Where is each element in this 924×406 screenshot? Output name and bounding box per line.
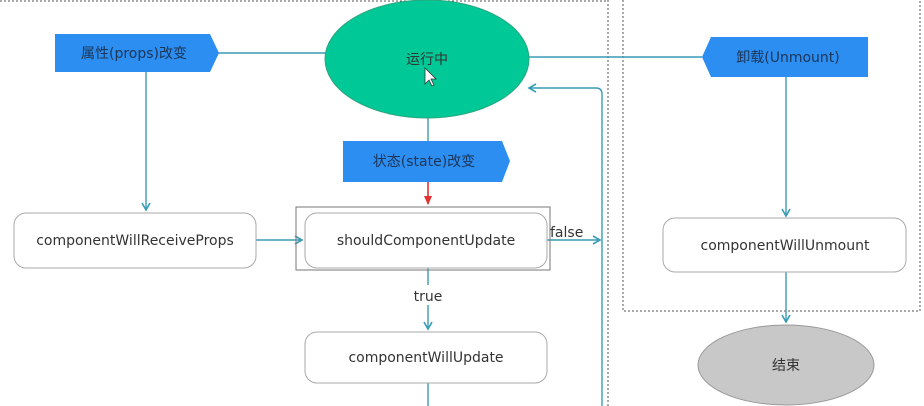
selection-highlight [295, 206, 551, 271]
node-running[interactable]: 运行中 [324, 0, 530, 119]
node-will-unmount[interactable]: componentWillUnmount [662, 217, 907, 273]
node-will-update[interactable]: componentWillUpdate [304, 331, 548, 384]
node-will-receive-props[interactable]: componentWillReceiveProps [13, 212, 257, 269]
end-label: 结束 [772, 358, 800, 374]
node-props-change[interactable]: 属性(props)改变 [55, 34, 219, 72]
edge-label-true: true [414, 289, 443, 305]
node-end[interactable]: 结束 [697, 324, 875, 406]
mouse-cursor-icon [424, 67, 437, 87]
edge-false-return [527, 83, 603, 406]
edge-label-false: false [550, 225, 583, 241]
node-unmount[interactable]: 卸载(Unmount) [702, 37, 868, 77]
will-update-label: componentWillUpdate [348, 350, 503, 366]
node-should-update[interactable]: shouldComponentUpdate [304, 212, 548, 269]
unmount-label: 卸载(Unmount) [736, 50, 839, 66]
will-unmount-label: componentWillUnmount [701, 238, 870, 254]
will-receive-props-label: componentWillReceiveProps [36, 233, 234, 249]
state-change-label: 状态(state)改变 [373, 154, 475, 170]
node-state-change[interactable]: 状态(state)改变 [343, 141, 510, 182]
node-running-label: 运行中 [406, 52, 448, 68]
props-change-label: 属性(props)改变 [81, 46, 187, 62]
should-update-label: shouldComponentUpdate [337, 233, 515, 249]
unmount-phase-frame [622, 0, 921, 312]
